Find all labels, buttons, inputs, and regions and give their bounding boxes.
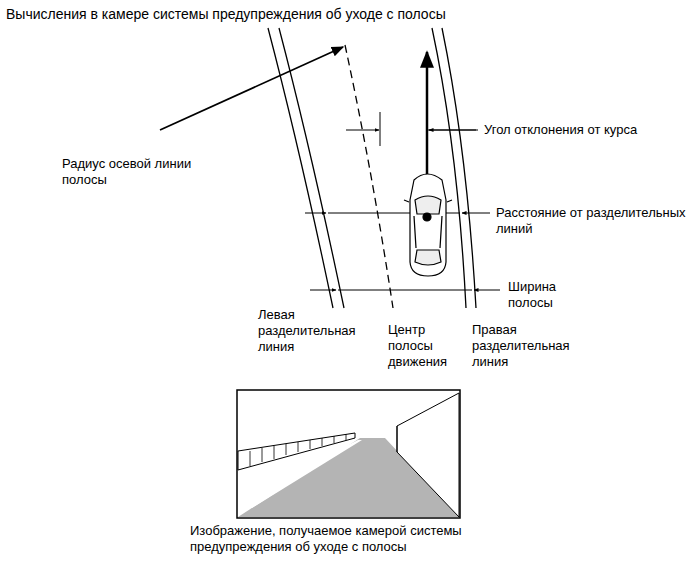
image-caption: Изображение, получаемое камерой системы … (190, 523, 480, 555)
callout-label: Угол отклонения от курса (484, 122, 684, 138)
width-dimension (310, 290, 500, 291)
line-label: Левая разделительная линия (258, 307, 358, 355)
radius-leader (160, 47, 343, 130)
distance-dimension (305, 200, 490, 226)
angle-dimension (346, 112, 478, 146)
lane-lines (268, 28, 476, 308)
camera-image (237, 390, 460, 518)
diagram-title: Вычисления в камере системы предупрежден… (6, 6, 646, 23)
callout-label: Радиус осевой линии полосы (62, 156, 212, 188)
line-label: Центр полосы движения (388, 322, 460, 370)
car-symbol (404, 174, 452, 276)
line-label: Правая разделительная линия (472, 322, 582, 370)
callout-label: Расстояние от разделительных линий (496, 205, 686, 237)
callout-label: Ширина полосы (508, 279, 578, 311)
